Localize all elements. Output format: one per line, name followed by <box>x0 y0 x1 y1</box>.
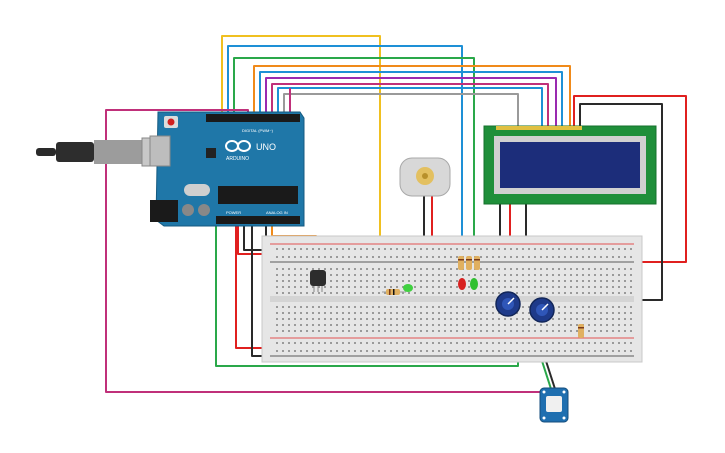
lcd-screen <box>500 142 640 188</box>
capacitor-2 <box>198 204 210 216</box>
usb-port <box>149 135 171 167</box>
reset-button-cap <box>167 118 175 126</box>
red-led[interactable] <box>458 278 466 290</box>
wire-red-lcd-right[interactable] <box>573 95 687 263</box>
temperature-sensor[interactable] <box>310 270 326 292</box>
arduino-brand-label: ARDUINO <box>226 156 249 162</box>
lcd-display[interactable] <box>483 125 657 205</box>
potentiometer-2[interactable] <box>529 297 555 323</box>
arduino-logo <box>225 140 251 152</box>
resistor-right[interactable] <box>578 324 584 338</box>
atmega-chip <box>218 186 298 204</box>
wire-grey-top[interactable] <box>283 93 519 128</box>
power-jack[interactable] <box>150 200 178 222</box>
wire-magenta-top[interactable] <box>271 83 549 128</box>
wire-green-top[interactable] <box>233 57 475 262</box>
breadboard[interactable] <box>261 235 643 363</box>
digital-header[interactable] <box>206 114 300 122</box>
keypad-module[interactable] <box>539 387 569 423</box>
resistor-led-1[interactable] <box>382 284 413 295</box>
digital-label: DIGITAL (PWM~) <box>242 128 274 133</box>
wire-blue-top[interactable] <box>227 45 463 262</box>
lcd-pins <box>496 126 582 130</box>
power-label: POWER <box>226 210 241 215</box>
arduino-model-label: UNO <box>256 142 276 152</box>
crystal <box>184 184 210 196</box>
wire-purple-top[interactable] <box>265 77 557 128</box>
small-ic <box>206 148 216 158</box>
arduino-board[interactable]: ARDUINO UNO DIGITAL (PWM~) POWER ANALOG … <box>149 111 305 227</box>
resistors-vertical[interactable] <box>458 256 480 270</box>
power-header[interactable] <box>216 216 300 224</box>
wire-orange-top[interactable] <box>253 65 571 128</box>
potentiometer-1[interactable] <box>495 291 521 317</box>
wire-yellow-top[interactable] <box>221 35 381 268</box>
dc-motor[interactable] <box>399 157 451 197</box>
wire-blue-lcd-a[interactable] <box>259 71 563 128</box>
capacitor-1 <box>182 204 194 216</box>
green-led-1[interactable] <box>403 284 413 292</box>
usb-cable <box>36 137 169 167</box>
wire-blue-lcd-b[interactable] <box>277 87 543 128</box>
green-led-2[interactable] <box>470 278 478 290</box>
analog-label: ANALOG IN <box>266 210 288 215</box>
